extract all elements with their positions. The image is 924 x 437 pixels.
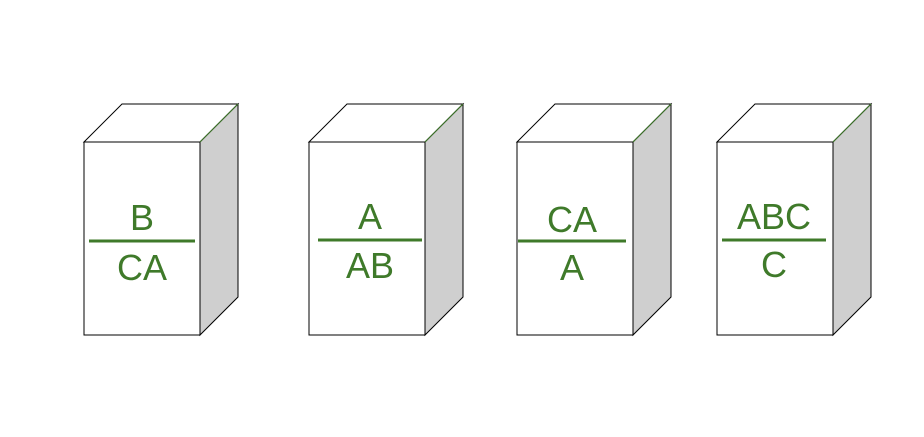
- domino-2-side-face: [424, 102, 464, 337]
- domino-3-front-face: [516, 141, 634, 336]
- domino-1-accent-edge: [199, 103, 239, 143]
- domino-1: B CA: [82, 102, 240, 337]
- domino-4: ABC C: [715, 102, 873, 337]
- domino-2-top-label: A: [358, 196, 382, 237]
- domino-3-accent-edge: [632, 103, 672, 143]
- domino-3-bottom-label: A: [560, 247, 584, 288]
- domino-1-front-face: [83, 141, 201, 336]
- domino-3: CA A: [515, 102, 673, 337]
- domino-2: A AB: [307, 102, 465, 337]
- domino-4-top-label: ABC: [737, 196, 811, 237]
- domino-3-side-face: [632, 102, 672, 337]
- domino-1-top-label: B: [130, 197, 154, 238]
- domino-2-bottom-label: AB: [346, 245, 394, 286]
- domino-1-side-face: [199, 102, 239, 337]
- domino-4-accent-edge: [832, 103, 872, 143]
- domino-4-bottom-label: C: [761, 244, 787, 285]
- domino-2-accent-edge: [424, 103, 464, 143]
- domino-3-top-label: CA: [547, 199, 597, 240]
- domino-4-side-face: [832, 102, 872, 337]
- domino-1-bottom-label: CA: [117, 247, 167, 288]
